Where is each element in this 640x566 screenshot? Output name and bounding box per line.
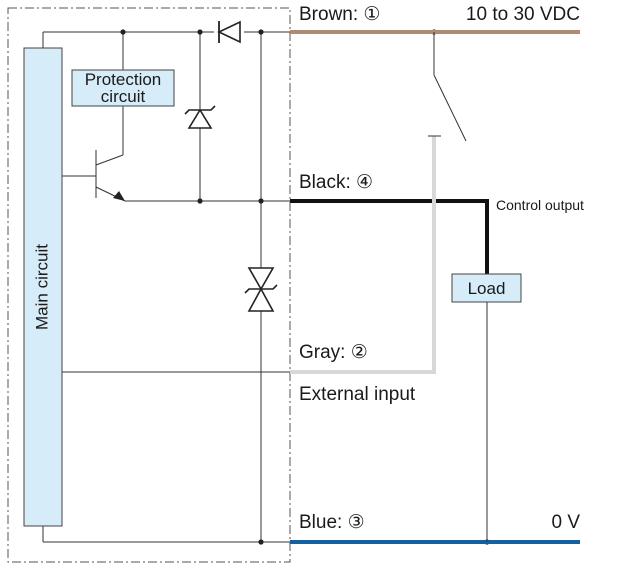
junction-dot	[258, 29, 264, 35]
junction-dot	[197, 29, 203, 35]
junction-dot	[197, 198, 203, 204]
protection-circuit-box	[71, 69, 175, 107]
control-output-label: Control output	[496, 197, 584, 213]
main-circuit-box	[23, 47, 63, 527]
external-input-label: External input	[299, 384, 416, 405]
load-label: Load	[468, 279, 506, 298]
internal-wiring	[42, 31, 290, 543]
gray-wire	[290, 136, 436, 374]
ground-voltage-label: 0 V	[551, 512, 580, 533]
protection-circuit-label-line1: Protection	[85, 70, 162, 89]
main-circuit-label: Main circuit	[32, 244, 51, 330]
tvs-diode-symbol	[244, 267, 278, 312]
gray-wire-label: Gray: ②	[299, 342, 368, 363]
zener-diode-symbol	[184, 105, 216, 129]
blue-wire-label: Blue: ③	[299, 512, 365, 533]
junction-dot	[120, 29, 126, 35]
black-wire	[290, 199, 489, 274]
reverse-diode-symbol	[214, 20, 244, 44]
external-switch	[428, 32, 467, 142]
brown-wire-label: Brown: ①	[299, 4, 380, 25]
protection-circuit-label-line2: circuit	[101, 87, 146, 106]
black-wire-label: Black: ④	[299, 172, 373, 193]
junction-dot	[258, 198, 264, 204]
supply-voltage-label: 10 to 30 VDC	[466, 4, 580, 25]
transistor-arrow	[113, 191, 125, 201]
load-box	[451, 273, 522, 303]
sensor-enclosure-boundary	[7, 7, 291, 563]
junction-dot	[258, 539, 264, 545]
